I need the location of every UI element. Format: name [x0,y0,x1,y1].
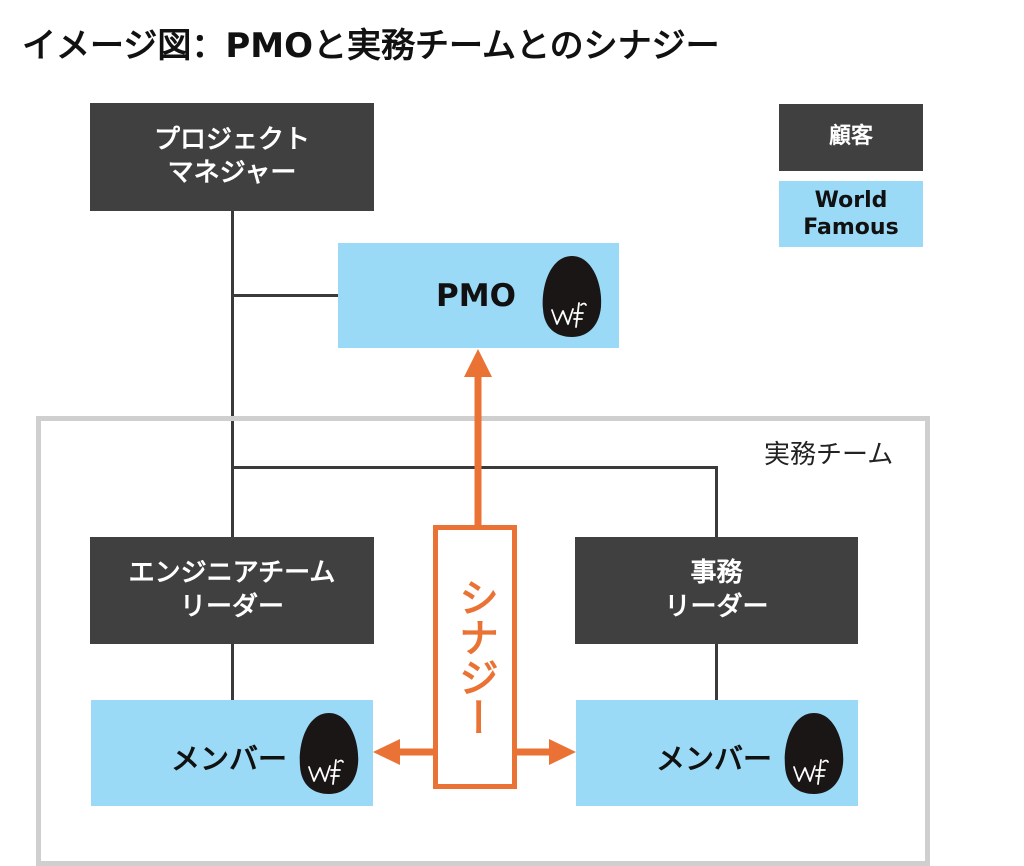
arrow-up-to-pmo-icon [464,349,492,527]
ops-label-line2: リーダー [664,591,769,622]
pm-to-pmo-line [231,294,339,297]
wf-egg-logo-icon [784,713,844,794]
team-label: 実務チーム [764,440,894,470]
ops-label-line1: 事務 [690,558,743,589]
eng-to-member-line [231,643,234,701]
arrow-left-to-member-icon [373,739,435,765]
pm-label-line2: マネジャー [167,158,297,188]
pm-label-line1: プロジェクト [153,124,310,155]
pmo-box: PMO [338,243,619,348]
wf-egg-logo-icon [542,256,602,337]
member-box-right: メンバー [576,700,858,806]
project-manager-box: プロジェクト マネジャー [90,103,374,211]
arrow-right-to-member-icon [515,739,576,765]
wf-egg-logo-icon [299,713,359,794]
member-label-left: メンバー [171,742,288,776]
legend-wf-line2: Famous [803,215,899,240]
legend-wf-line1: World [814,187,888,213]
eng-label-line2: リーダー [179,591,284,622]
legend-customer-label: 顧客 [828,124,873,150]
legend-world-famous: World Famous [779,181,923,247]
operations-leader-box: 事務 リーダー [575,537,858,644]
legend-customer: 顧客 [779,104,923,171]
page-title: イメージ図：PMOと実務チームとのシナジー [22,26,720,66]
pm-vertical-line [231,210,234,538]
synergy-box: シナジー [433,525,517,789]
ops-vertical-line [715,466,718,538]
synergy-label: シナジー [452,577,498,737]
eng-label-line1: エンジニアチーム [128,558,336,589]
ops-to-member-line [715,643,718,701]
member-label-right: メンバー [656,742,773,776]
engineer-team-leader-box: エンジニアチーム リーダー [90,537,374,644]
member-box-left: メンバー [91,700,373,806]
pmo-label: PMO [436,278,516,314]
